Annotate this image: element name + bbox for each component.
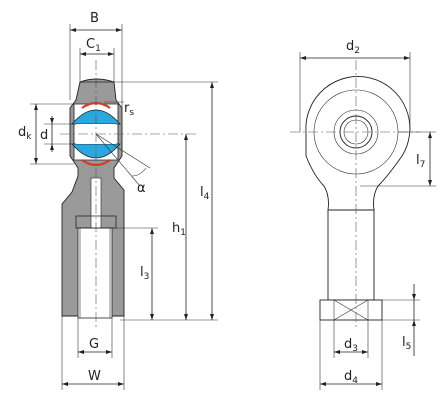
label-alpha: α [137, 181, 146, 196]
label-d2: d2 [346, 39, 360, 56]
dim-d: d [40, 116, 76, 152]
dim-C1: C1 [79, 37, 115, 84]
label-C1: C1 [86, 37, 101, 54]
dim-rs: rs [104, 101, 134, 118]
label-G: G [89, 337, 99, 352]
label-B: B [90, 11, 99, 26]
dim-d2: d2 [299, 39, 411, 132]
label-l3: l3 [140, 265, 149, 282]
label-l5: l5 [402, 335, 411, 352]
label-d: d [40, 128, 48, 143]
dim-W: W [61, 316, 125, 390]
label-dk: dk [18, 125, 32, 142]
label-d4: d4 [344, 369, 358, 386]
dim-l5: l5 [382, 284, 420, 356]
dim-l4: l4 [114, 81, 218, 321]
dim-B: B [69, 11, 123, 108]
rod-end-shank [327, 209, 375, 301]
label-rs: rs [124, 101, 134, 118]
drill-passage [90, 177, 102, 229]
label-h1: h1 [172, 221, 186, 238]
label-l7: l7 [416, 153, 425, 170]
dim-l3: l3 [112, 227, 158, 320]
dim-h1: h1 [120, 134, 192, 321]
dim-G: G [77, 318, 113, 358]
label-l4: l4 [200, 185, 210, 202]
dim-dk: dk [18, 103, 74, 165]
label-W: W [88, 369, 101, 384]
dim-d3: d3 [333, 320, 369, 358]
label-d3: d3 [344, 337, 358, 354]
threaded-bore [77, 227, 113, 319]
dim-l7: l7 [360, 131, 436, 187]
dim-d4: d4 [319, 320, 383, 390]
front-view [290, 60, 420, 330]
dim-alpha: α [95, 133, 151, 196]
